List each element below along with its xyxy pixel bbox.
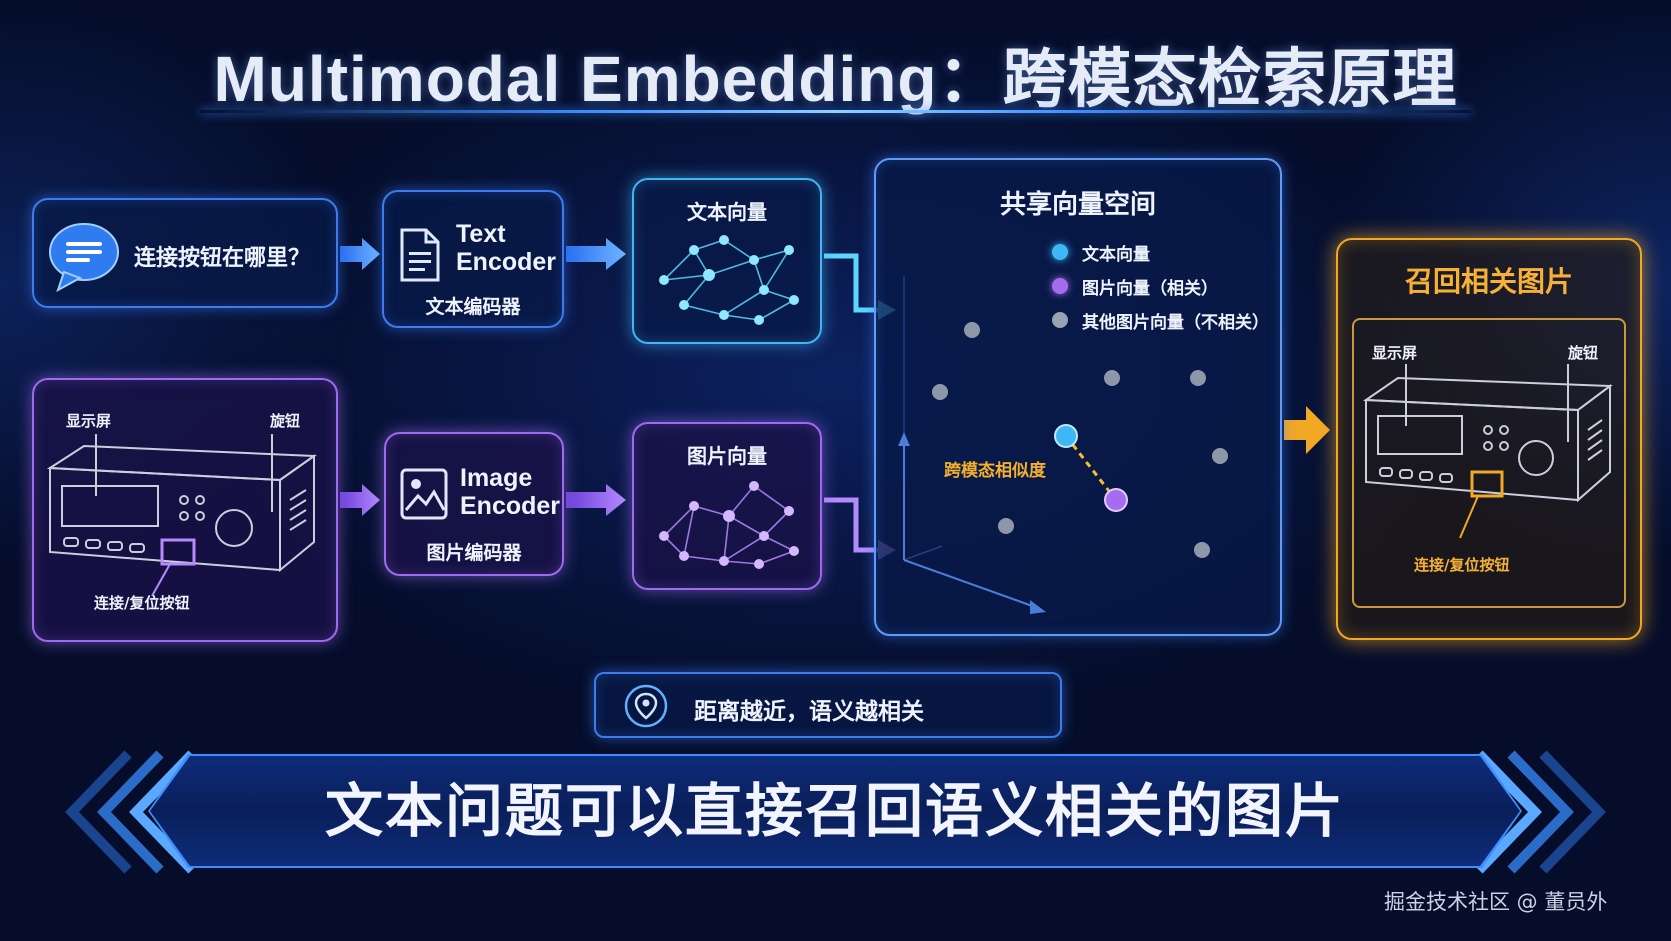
- shared-space-panel: 共享向量空间 文本向量 图片向量（相关） 其他图片向量（不相关） 跨模态相似度: [874, 158, 1282, 636]
- text-encoder-card: Text Encoder 文本编码器: [382, 190, 564, 328]
- query-card: 连接按钮在哪里？: [32, 198, 338, 308]
- text-encoder-title-2: Encoder: [456, 248, 557, 276]
- image-vector-graph: [659, 481, 799, 569]
- arrow-text-encoder-to-vector: [566, 238, 626, 270]
- arrow-query-to-text-encoder: [340, 238, 380, 270]
- text-vector-graph: [659, 235, 799, 325]
- image-encoder-subtitle: 图片编码器: [426, 542, 522, 564]
- device-knob-label: 旋钮: [270, 412, 301, 430]
- similarity-label: 跨模态相似度: [944, 461, 1046, 481]
- query-text: 连接按钮在哪里？: [134, 246, 311, 271]
- image-vector-point: [1104, 488, 1128, 512]
- banner-background: [150, 756, 1520, 866]
- arrow-text-vector-to-space: [824, 253, 880, 313]
- banner-text: 文本问题可以直接召回语义相关的图片: [324, 777, 1345, 845]
- result-screen-label: 显示屏: [1372, 344, 1418, 362]
- vector-space-plot: [898, 276, 1228, 614]
- note-pill: 距离越近，语义越相关: [594, 672, 1062, 738]
- device-button-label: 连接/复位按钮: [94, 594, 190, 612]
- result-device-illustration: [1362, 364, 1613, 539]
- watermark: 掘金技术社区 @ 董员外: [1384, 890, 1608, 914]
- result-button-label: 连接/复位按钮: [1414, 556, 1510, 574]
- page-title: Multimodal Embedding：跨模态检索原理: [213, 43, 1458, 115]
- arrow-space-to-result: [1284, 406, 1330, 454]
- arrow-image-vector-to-space: [824, 497, 880, 553]
- image-encoder-card: Image Encoder 图片编码器: [384, 432, 564, 576]
- image-icon: [400, 468, 448, 520]
- image-encoder-title-1: Image: [460, 464, 533, 492]
- title-underline: [200, 110, 1471, 113]
- arrow-image-to-image-encoder: [340, 484, 380, 516]
- arrow-image-encoder-to-vector: [566, 484, 626, 516]
- legend-label-text-vector: 文本向量: [1082, 245, 1150, 265]
- image-vector-card: 图片向量: [632, 422, 822, 590]
- shared-space-title: 共享向量空间: [999, 190, 1156, 220]
- result-title: 召回相关图片: [1404, 265, 1573, 298]
- note-text: 距离越近，语义越相关: [694, 699, 924, 725]
- legend-label-image-vector: 图片向量（相关）: [1082, 279, 1218, 299]
- legend-dot-other-vector: [1052, 312, 1068, 328]
- result-card: 召回相关图片 显示屏 旋钮 连接/复位按钮: [1336, 238, 1642, 640]
- result-image-frame: 显示屏 旋钮 连接/复位按钮: [1352, 318, 1626, 608]
- image-encoder-title-2: Encoder: [460, 492, 561, 520]
- device-illustration: [46, 434, 317, 597]
- location-pin-icon: [624, 684, 668, 728]
- chat-bubble-icon: [49, 223, 119, 292]
- text-encoder-subtitle: 文本编码器: [425, 296, 521, 318]
- text-vector-point: [1054, 424, 1078, 448]
- result-knob-label: 旋钮: [1568, 344, 1599, 362]
- bottom-chevrons: [65, 750, 1606, 874]
- text-vector-card: 文本向量: [632, 178, 822, 344]
- text-encoder-title-1: Text: [456, 220, 506, 248]
- image-vector-label: 图片向量: [687, 444, 767, 468]
- device-image-card: 显示屏 旋钮 连接/复位按钮: [32, 378, 338, 642]
- device-screen-label: 显示屏: [66, 412, 112, 430]
- legend-dot-image-vector: [1052, 278, 1068, 294]
- document-icon: [400, 228, 440, 282]
- legend-dot-text-vector: [1052, 244, 1068, 260]
- legend-label-other-vector: 其他图片向量（不相关）: [1082, 313, 1269, 333]
- text-vector-label: 文本向量: [687, 200, 767, 224]
